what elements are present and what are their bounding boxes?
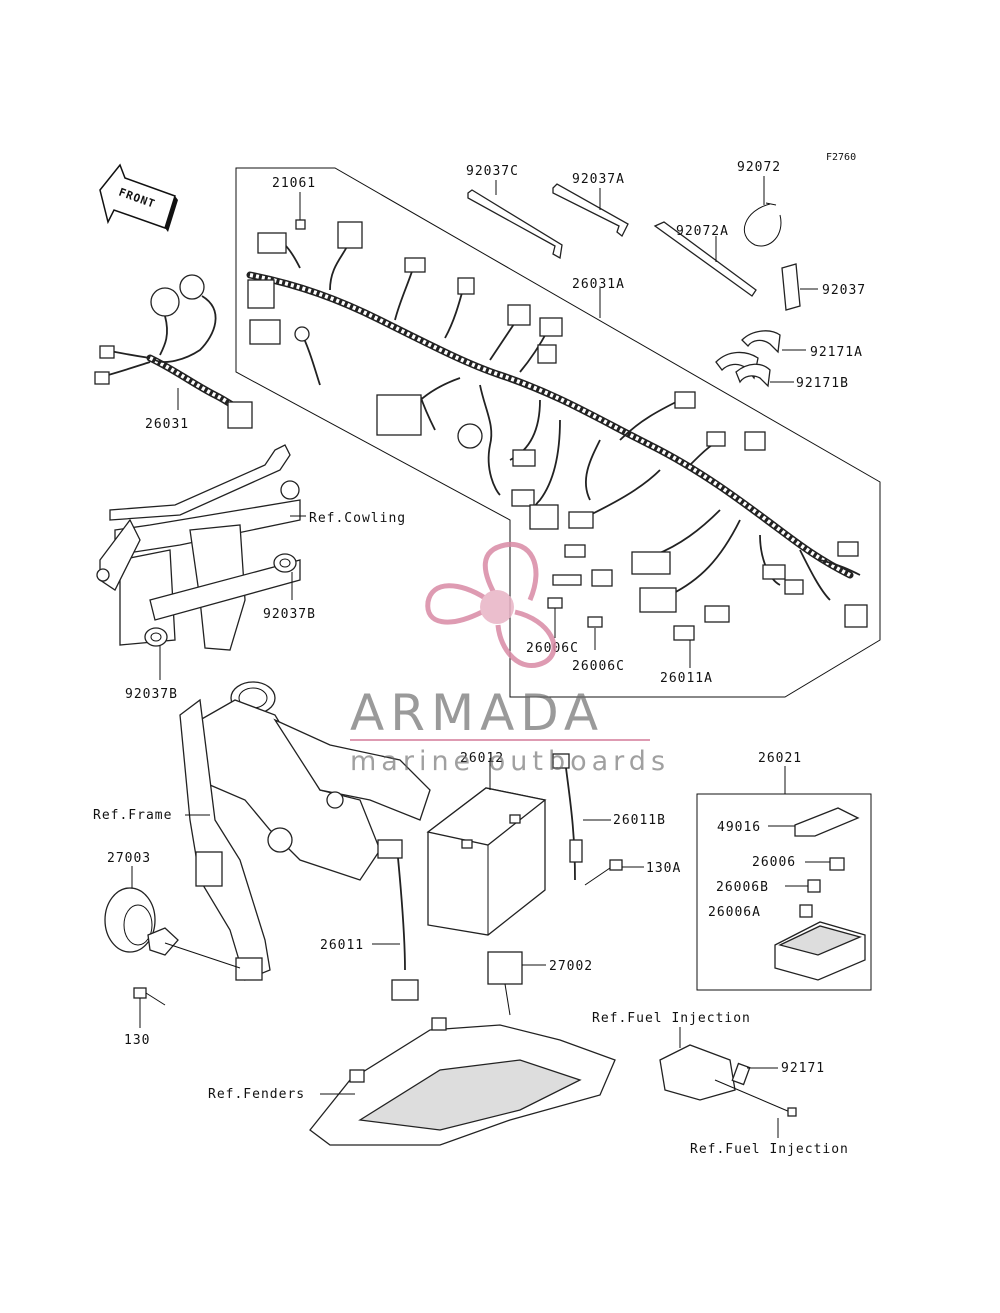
label-26006B: 26006B	[716, 880, 769, 895]
watermark-divider	[350, 739, 650, 741]
harness-frame	[235, 167, 881, 698]
label-130A: 130A	[646, 861, 681, 876]
label-26006A: 26006A	[708, 905, 761, 920]
clamp-92171A	[741, 330, 781, 354]
strap-92037C	[467, 189, 563, 260]
cable-26011B	[552, 753, 583, 881]
label-27002: 27002	[549, 959, 593, 974]
relay-27002	[487, 951, 523, 1016]
label-92037B-lower: 92037B	[125, 687, 178, 702]
label-26021: 26021	[758, 751, 802, 766]
label-92037: 92037	[822, 283, 866, 298]
label-21061: 21061	[272, 176, 316, 191]
junction-kit-box	[696, 793, 872, 991]
cowling-stay	[96, 444, 301, 651]
label-ref-fenders: Ref.Fenders	[208, 1087, 305, 1102]
connector-21061	[295, 219, 306, 230]
label-92037C: 92037C	[466, 164, 519, 179]
bolt-130	[133, 987, 166, 1006]
fenders	[309, 1017, 616, 1146]
label-92072: 92072	[737, 160, 781, 175]
sub-harness-26031	[94, 274, 253, 429]
frame	[179, 681, 431, 981]
clamp-92037	[781, 263, 801, 311]
figure-id: F2760	[826, 152, 856, 163]
label-27003: 27003	[107, 851, 151, 866]
label-49016: 49016	[717, 820, 761, 835]
label-ref-cowling: Ref.Cowling	[309, 511, 406, 526]
label-ref-fuel-injection-top: Ref.Fuel Injection	[592, 1011, 751, 1026]
label-ref-fuel-injection-bottom: Ref.Fuel Injection	[690, 1142, 849, 1157]
label-92171A: 92171A	[810, 345, 863, 360]
label-26011: 26011	[320, 938, 364, 953]
front-arrow-icon: FRONT	[99, 163, 178, 232]
band-92072	[743, 202, 782, 247]
label-ref-frame: Ref.Frame	[93, 808, 172, 823]
label-26031A: 26031A	[572, 277, 625, 292]
tie-92072A	[653, 221, 757, 297]
strap-92037A	[552, 183, 629, 238]
watermark-brand: ARMADA	[350, 684, 604, 742]
horn-27003	[104, 887, 241, 969]
junction-box-26021	[774, 807, 866, 981]
grommet-92037B-lower	[144, 627, 168, 647]
bolt-130A	[584, 859, 623, 886]
label-26006: 26006	[752, 855, 796, 870]
label-26011A: 26011A	[660, 671, 713, 686]
main-harness-26031A	[246, 219, 868, 641]
connector-26006C	[547, 597, 563, 609]
label-26031: 26031	[145, 417, 189, 432]
label-26011B: 26011B	[613, 813, 666, 828]
watermark-tagline: marine outboards	[350, 746, 670, 777]
armada-logo: ARMADA marine outboards	[350, 541, 670, 777]
propeller-icon	[425, 541, 557, 669]
label-92171: 92171	[781, 1061, 825, 1076]
cable-26011	[377, 839, 419, 1001]
propeller-hub	[480, 590, 514, 624]
label-92037B-upper: 92037B	[263, 607, 316, 622]
clamp-92171B	[715, 351, 771, 388]
label-92037A: 92037A	[572, 172, 625, 187]
label-92171B: 92171B	[796, 376, 849, 391]
label-92072A: 92072A	[676, 224, 729, 239]
battery-26012	[426, 787, 547, 936]
leader-lines	[131, 176, 830, 1138]
label-26006C-right: 26006C	[572, 659, 625, 674]
fuel-injection-assembly	[659, 1044, 797, 1117]
label-130: 130	[124, 1033, 150, 1048]
grommet-92037B-upper	[273, 553, 297, 573]
label-26012: 26012	[460, 751, 504, 766]
